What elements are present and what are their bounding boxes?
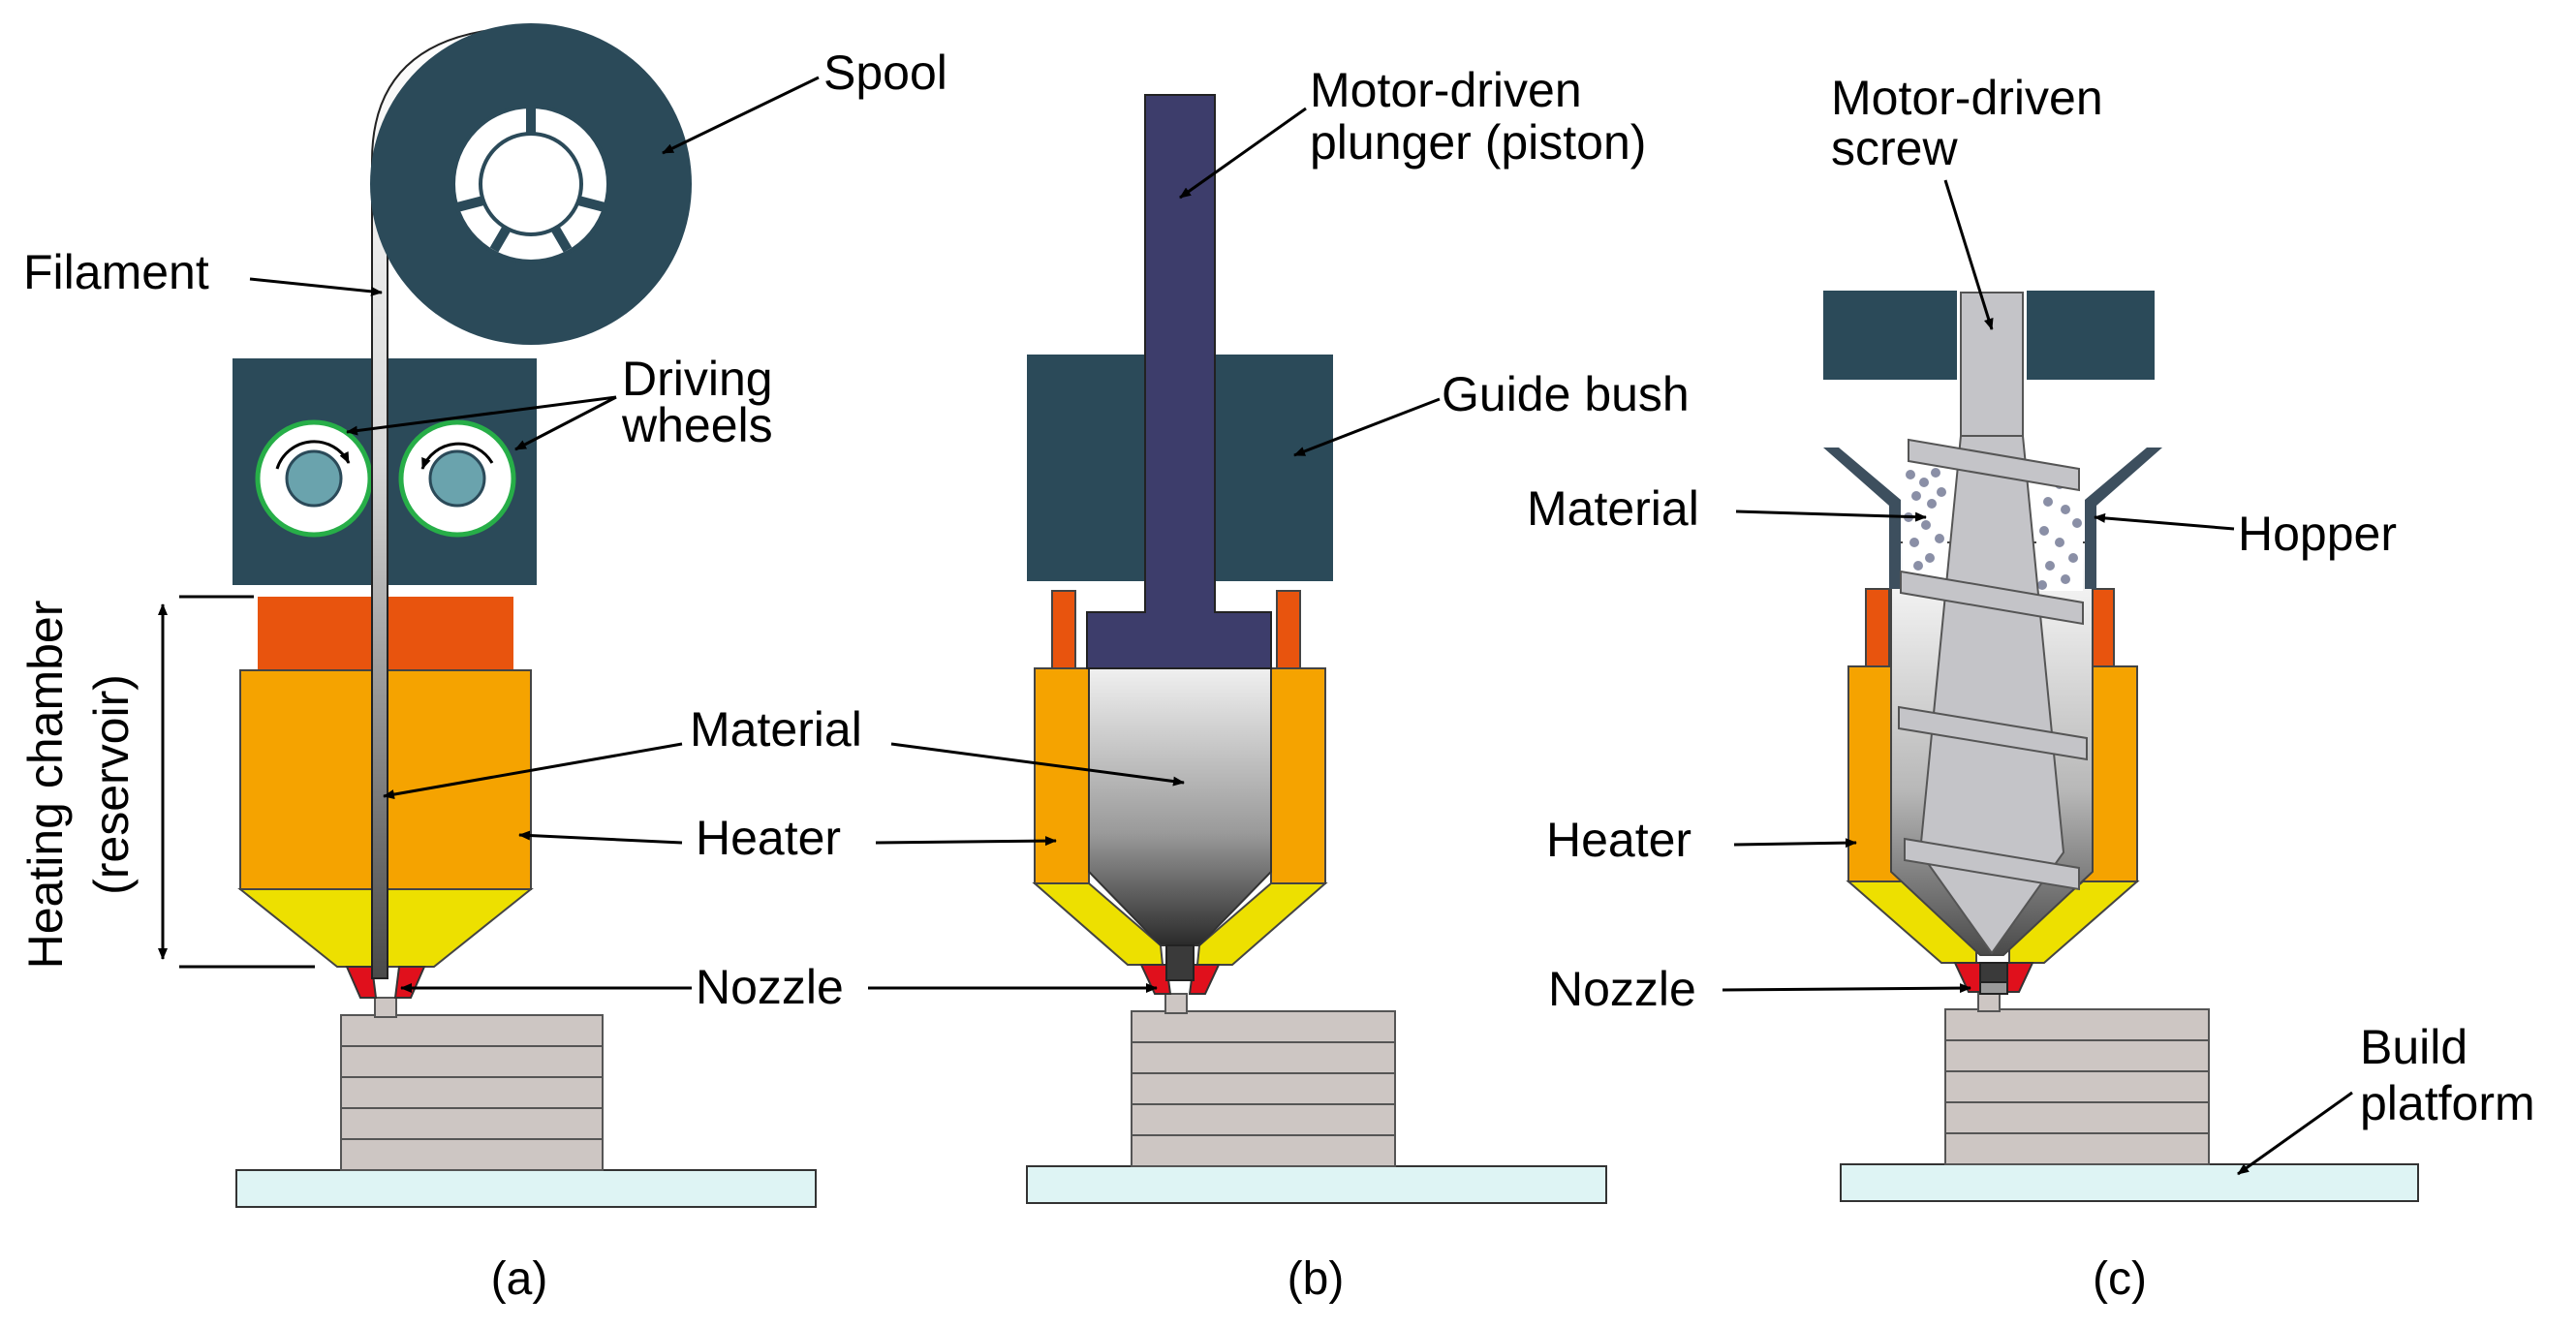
label-nozzle-a: Nozzle: [696, 960, 844, 1014]
build-platform-c: [1840, 1163, 2419, 1202]
build-platform-b: [1026, 1165, 1607, 1204]
heater-wall-left-b: [1034, 667, 1090, 884]
label-material-a: Material: [690, 702, 862, 757]
motor-block-right: [2027, 291, 2155, 380]
label-driving-wheels-1: Driving: [622, 352, 773, 406]
nozzle-tip-a: [345, 966, 378, 999]
panel-a: Spool Filament Driving wheels Material H…: [18, 23, 947, 1305]
label-build-platform-1: Build: [2360, 1020, 2467, 1074]
label-nozzle-c: Nozzle: [1548, 962, 1696, 1016]
label-heater-a: Heater: [696, 811, 841, 865]
label-material-c: Material: [1527, 481, 1699, 536]
label-screw-1: Motor-driven: [1831, 71, 2103, 125]
label-spool: Spool: [823, 46, 947, 100]
label-plunger-2: plunger (piston): [1310, 115, 1646, 170]
driving-wheel-right: [398, 419, 516, 538]
label-driving-wheels-2: wheels: [621, 398, 773, 452]
label-guide-bush: Guide bush: [1442, 367, 1690, 421]
printed-layers-a: [340, 1014, 604, 1171]
caption-c: (c): [2093, 1253, 2147, 1305]
panel-c: Motor-driven screw Material Hopper Heate…: [1527, 71, 2535, 1305]
caption-b: (b): [1288, 1253, 1345, 1305]
label-filament: Filament: [23, 245, 209, 299]
label-heating-chamber-2: (reservoir): [84, 674, 139, 895]
spool: [370, 23, 692, 345]
caption-a: (a): [491, 1253, 548, 1305]
label-screw-2: screw: [1831, 121, 1958, 175]
label-heater-c: Heater: [1546, 813, 1691, 867]
driving-wheel-left: [255, 419, 373, 538]
label-hopper: Hopper: [2238, 507, 2397, 561]
screw: [1898, 292, 2088, 955]
printed-layers-b: [1131, 1010, 1396, 1167]
panel-b: Motor-driven plunger (piston) Guide bush…: [868, 63, 1690, 1305]
material-b: [1088, 664, 1272, 946]
label-heating-chamber-1: Heating chamber: [18, 601, 73, 970]
plunger: [1086, 94, 1272, 669]
heater-wall-right-b: [1270, 667, 1326, 884]
label-build-platform-2: platform: [2360, 1076, 2535, 1130]
build-platform-a: [235, 1169, 817, 1208]
label-plunger-1: Motor-driven: [1310, 63, 1582, 117]
printed-layers-c: [1944, 1008, 2210, 1165]
motor-block-left: [1823, 291, 1957, 380]
